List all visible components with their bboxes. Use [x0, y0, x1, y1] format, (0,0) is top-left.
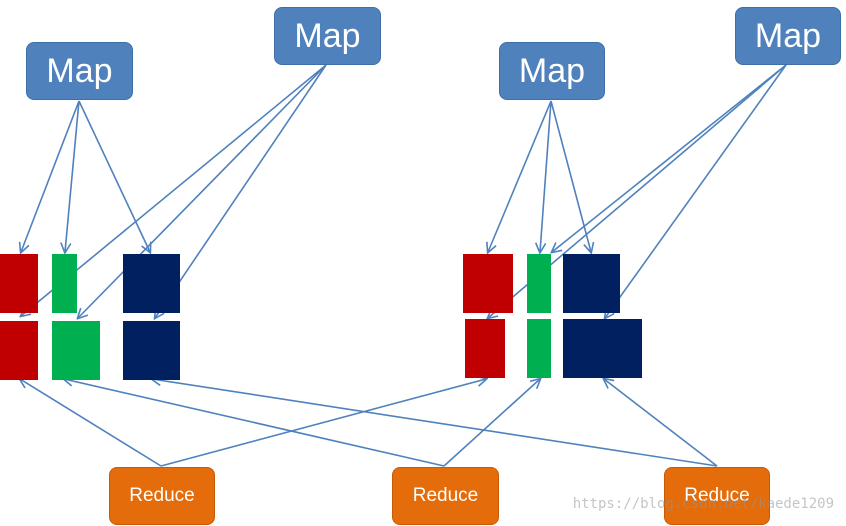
- watermark-text: https://blog.csdn.net/kaede1209: [572, 496, 834, 512]
- partition-left-navy-bottom: [123, 321, 180, 380]
- arrow-reduce1-left-red: [20, 379, 162, 467]
- map-node-3: Map: [499, 42, 605, 100]
- reduce-node-1: Reduce: [109, 467, 215, 525]
- arrow-reduce1-right-red: [160, 379, 486, 467]
- partition-left-navy-top: [123, 254, 180, 313]
- partition-right-green-bottom: [527, 319, 551, 378]
- arrow-map3-navy-top: [550, 100, 591, 252]
- partition-right-navy-top: [563, 254, 620, 313]
- arrow-map2-green-bottom: [78, 64, 327, 318]
- arrow-reduce3-right-navy: [604, 379, 718, 467]
- map-node-4: Map: [735, 7, 841, 65]
- arrow-map3-red-top: [488, 100, 552, 252]
- arrow-map4-navy-bottom: [605, 64, 787, 318]
- arrow-map1-green-top: [65, 100, 80, 252]
- reduce-node-3: Reduce: [664, 467, 770, 525]
- arrow-reduce2-right-green: [443, 379, 540, 467]
- map-node-2: Map: [274, 7, 381, 65]
- arrow-map1-red-top: [21, 100, 80, 252]
- map-node-1: Map: [26, 42, 133, 100]
- arrow-map2-navy-bottom: [155, 64, 327, 318]
- arrow-reduce3-left-navy: [152, 379, 718, 467]
- arrow-reduce2-left-green: [64, 379, 445, 467]
- partition-left-red-top: [0, 254, 38, 313]
- partition-right-green-top: [527, 254, 551, 313]
- reduce-node-2: Reduce: [392, 467, 499, 525]
- arrow-map1-navy-top: [78, 100, 150, 252]
- partition-left-red-bottom: [0, 321, 38, 380]
- partition-right-red-top: [463, 254, 513, 313]
- arrow-map4-green-bottom: [552, 64, 787, 252]
- partition-right-red-bottom: [465, 319, 505, 378]
- partition-left-green-top: [52, 254, 77, 313]
- partition-right-navy-bottom: [563, 319, 642, 378]
- arrow-map3-green-top: [540, 100, 552, 252]
- partition-left-green-bottom: [52, 321, 100, 380]
